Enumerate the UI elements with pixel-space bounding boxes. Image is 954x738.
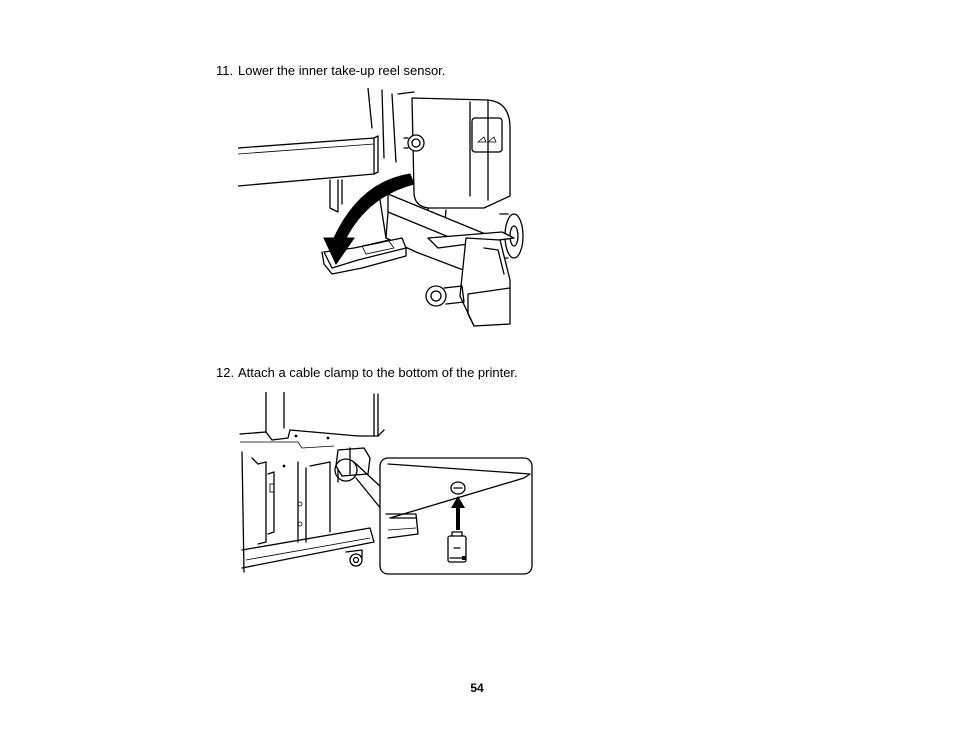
page-number: 54 (470, 681, 484, 695)
step-number: 11. (216, 63, 234, 78)
step-12: 12.Attach a cable clamp to the bottom of… (216, 365, 518, 381)
take-up-reel-sensor-illustration (237, 87, 528, 334)
step-11: 11. Lower the inner take-up reel sensor. (216, 63, 445, 79)
step-text: Attach a cable clamp to the bottom of th… (238, 365, 518, 380)
step-text: Lower the inner take-up reel sensor. (238, 63, 446, 78)
step-number: 12. (216, 365, 235, 380)
cable-clamp-illustration (238, 391, 534, 576)
